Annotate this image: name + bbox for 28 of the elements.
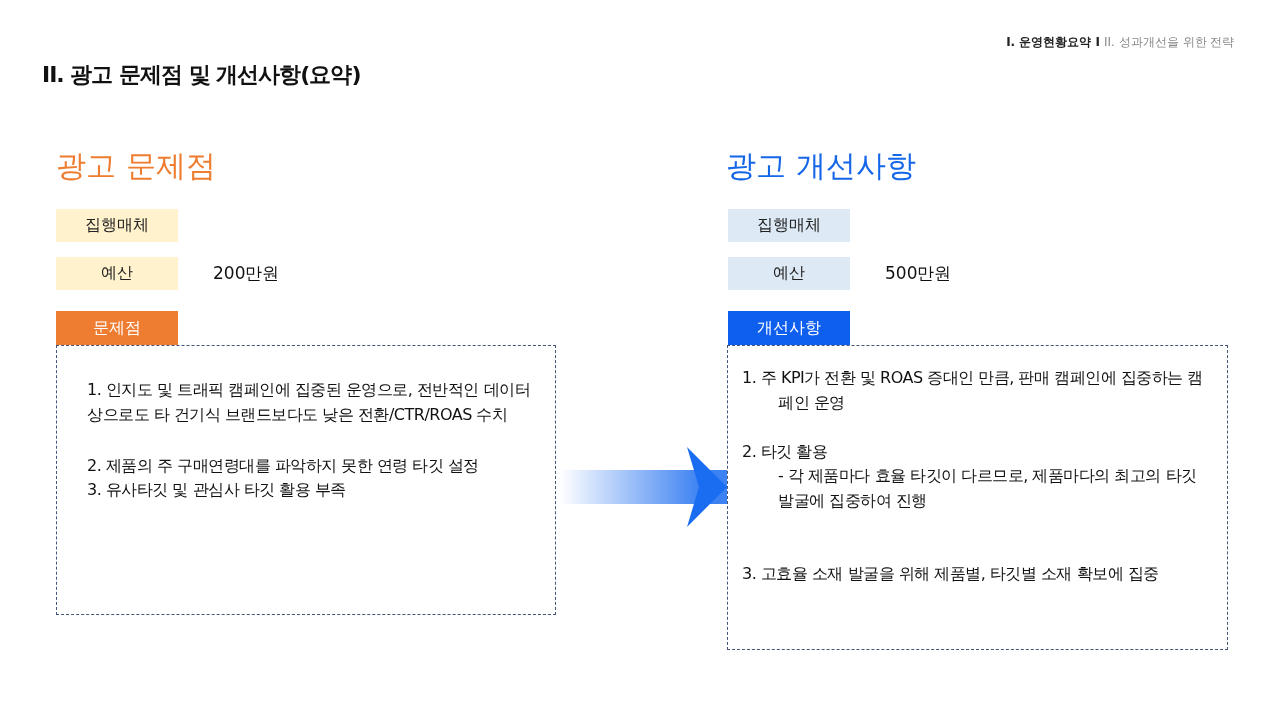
tab-label: 개선사항 bbox=[757, 317, 821, 339]
list-item: 2. 제품의 주 구매연령대를 파악하지 못한 연령 타깃 설정 bbox=[87, 454, 480, 477]
field-label: 예산 bbox=[101, 263, 133, 284]
content-box bbox=[56, 345, 556, 615]
list-item: 1. 인지도 및 트래픽 캠페인에 집중된 운영으로, 전반적인 데이터 상으로도 타 건기식 브랜드보다도 낮은 전환/CTR/ROAS 수치 bbox=[87, 379, 532, 426]
label-cell bbox=[728, 257, 850, 290]
content-box bbox=[727, 345, 1228, 650]
section-heading: 광고 문제점 bbox=[56, 147, 217, 185]
field-label: 집행매체 bbox=[85, 215, 149, 236]
label-cell bbox=[728, 209, 850, 242]
label-cell bbox=[56, 257, 178, 290]
section-heading: 광고 개선사항 bbox=[726, 147, 917, 185]
list-item: 3. 고효율 소재 발굴을 위해 제품별, 타깃별 소재 확보에 집중 bbox=[742, 563, 1160, 585]
tab-label: 문제점 bbox=[93, 317, 141, 339]
list-item: - 각 제품마다 효율 타깃이 다르므로, 제품마다의 최고의 타깃 발굴에 집중하여 진행 bbox=[777, 465, 1198, 513]
section-tab bbox=[56, 311, 178, 345]
field-value: 500만원 bbox=[885, 262, 953, 285]
breadcrumb-next: II. 성과개선을 위한 전략 bbox=[1104, 34, 1236, 51]
field-label: 집행매체 bbox=[757, 215, 821, 236]
section-tab bbox=[728, 311, 850, 345]
page-title: II. 광고 문제점 및 개선사항(요약) bbox=[42, 61, 362, 89]
list-item: 3. 유사타깃 및 관심사 타깃 활용 부족 bbox=[87, 479, 347, 502]
field-label: 예산 bbox=[773, 263, 805, 284]
field-value: 200만원 bbox=[213, 262, 281, 285]
list-item: 1. 주 KPI가 전환 및 ROAS 증대인 만큼, 판매 캠페인에 집중하는 캠페인 운영 bbox=[742, 367, 1204, 414]
breadcrumb-current: I. 운영현황요약 I bbox=[1006, 34, 1100, 51]
list-item: 2. 타깃 활용 bbox=[742, 440, 829, 463]
label-cell bbox=[56, 209, 178, 242]
